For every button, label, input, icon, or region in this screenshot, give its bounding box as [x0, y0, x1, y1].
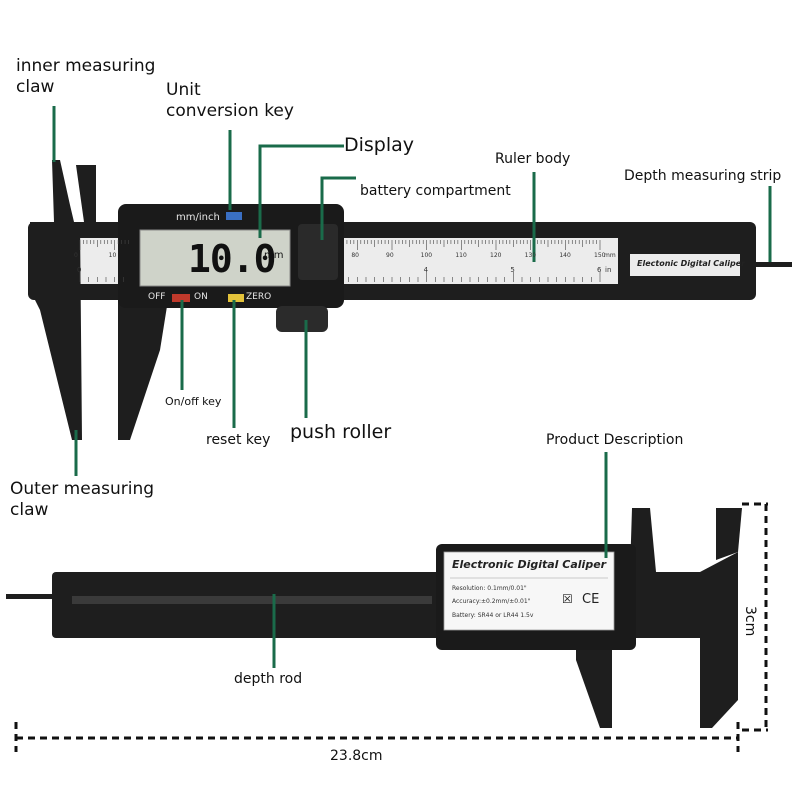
scale-label-mm: 90 [386, 252, 394, 259]
bottom-ruler-groove [72, 596, 432, 604]
scale-label-mm: 10 [108, 252, 117, 259]
scale-label-mm: 140 [559, 252, 571, 259]
label-push-roller: push roller [290, 421, 392, 443]
label-depth-rod: depth rod [234, 671, 303, 687]
zero-button[interactable] [228, 294, 244, 302]
leader-battery [320, 176, 356, 240]
bottom-sliding-outer-jaw [576, 638, 612, 728]
leader-display [258, 144, 344, 238]
scale-label-mm: mm [604, 252, 616, 259]
off-on-button[interactable] [172, 294, 190, 302]
label-product-desc: Product Description [546, 432, 684, 448]
card-resolution: Resolution: 0.1mm/0.01" [452, 585, 527, 592]
inch-ticks [79, 272, 601, 282]
label-reset-key: reset key [206, 432, 271, 448]
bottom-depth-rod [6, 594, 54, 599]
off-text: OFF [148, 292, 166, 302]
brand-text: Electonic Digital Caliper [637, 259, 746, 268]
product-label-card [443, 551, 615, 631]
top-caliper [28, 160, 792, 440]
leader-lines [52, 106, 772, 668]
unit-conversion-button[interactable] [226, 212, 242, 220]
label-depth-strip: Depth measuring strip [624, 168, 782, 184]
scale-label-inch: 4 [423, 266, 429, 274]
zero-text: ZERO [246, 292, 272, 302]
card-accuracy: Accuracy:±0.2mm/±0.01" [452, 598, 531, 605]
weee-icon: ☒ [562, 592, 573, 606]
scale-label-mm: 150 [594, 252, 606, 259]
label-onoff-key: On/off key [165, 395, 222, 408]
bottom-sliding-inner-claw [630, 508, 656, 572]
dimension-lines [14, 502, 768, 752]
scale-label-inch: 5 [510, 266, 515, 274]
lcd-screen [139, 229, 291, 287]
outer-sliding-jaw [118, 300, 168, 440]
brand-strip [630, 254, 740, 276]
label-outer-claw: Outer measuring claw [10, 479, 155, 521]
battery-lid [298, 224, 338, 280]
inner-fixed-claw [52, 160, 74, 222]
card-battery: Battery: SR44 or LR44 1.5v [452, 612, 534, 619]
label-ruler-body: Ruler body [495, 151, 571, 167]
scale-label-mm: 100 [420, 252, 433, 259]
label-battery: battery compartment [360, 183, 511, 199]
label-unit-key: Unit conversion key [166, 80, 294, 122]
scale-label-inch: 0 [77, 266, 82, 274]
push-roller-knob [276, 306, 328, 332]
card-title: Electronic Digital Caliper [452, 558, 607, 571]
bottom-fixed-inner-claw [716, 508, 742, 560]
lcd-reading: 10.0 [188, 237, 277, 281]
depth-strip [756, 262, 792, 267]
label-height-dim: 3cm [742, 606, 758, 637]
label-width-dim: 23.8cm [330, 748, 383, 764]
label-display: Display [344, 134, 415, 156]
on-text: ON [194, 292, 208, 302]
scale-label-mm: 120 [490, 252, 502, 259]
bottom-fixed-outer-jaw [700, 552, 738, 728]
lcd-unit: mm [264, 250, 284, 261]
scale-label-mm: 110 [455, 252, 467, 259]
unit-key-text: mm/inch [176, 212, 220, 223]
ce-mark: CE [582, 592, 600, 607]
scale-label-mm: 0 [74, 252, 78, 259]
scale-label-inch: in [605, 266, 612, 274]
outer-fixed-jaw [30, 222, 82, 440]
label-inner-claw: inner measuring claw [16, 56, 156, 98]
scale-label-mm: 130 [524, 252, 537, 259]
scale-label-mm: 80 [351, 252, 359, 259]
inner-sliding-claw [76, 165, 96, 222]
scale-label-inch: 6 [597, 266, 602, 274]
bottom-caliper [6, 508, 742, 728]
